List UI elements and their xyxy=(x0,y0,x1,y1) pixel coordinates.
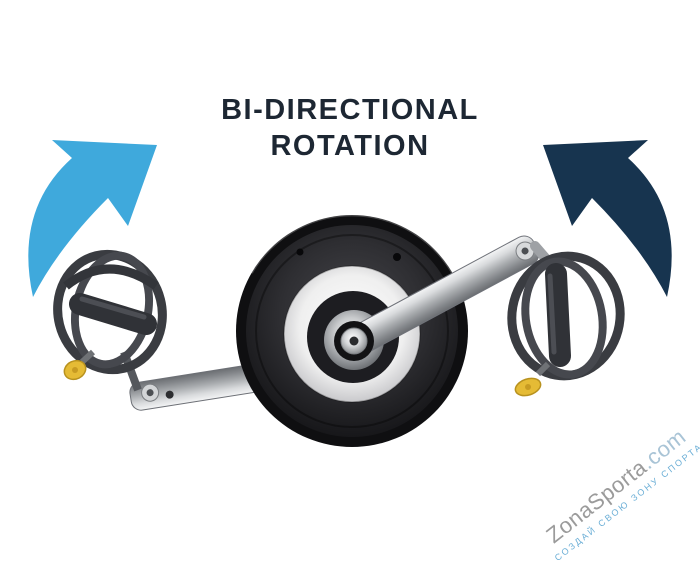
left-foam-grip xyxy=(69,293,157,335)
left-adjust-knob xyxy=(63,359,87,381)
right-foam-grip xyxy=(545,263,571,367)
rotation-caption: BI-DIRECTIONAL ROTATION xyxy=(0,92,700,165)
left-pedal xyxy=(53,249,167,392)
right-pedal xyxy=(507,241,625,397)
disc-screw-icon xyxy=(393,253,401,261)
right-rotation-arrow xyxy=(543,140,672,297)
caption-line-2: ROTATION xyxy=(270,130,430,163)
right-adjust-knob xyxy=(514,377,542,397)
right-crank-arm xyxy=(345,235,540,356)
caption-line-1: BI-DIRECTIONAL xyxy=(221,94,479,126)
left-rotation-arrow xyxy=(28,140,157,297)
disc-screw-icon xyxy=(296,248,304,256)
axle-nut xyxy=(334,321,374,361)
